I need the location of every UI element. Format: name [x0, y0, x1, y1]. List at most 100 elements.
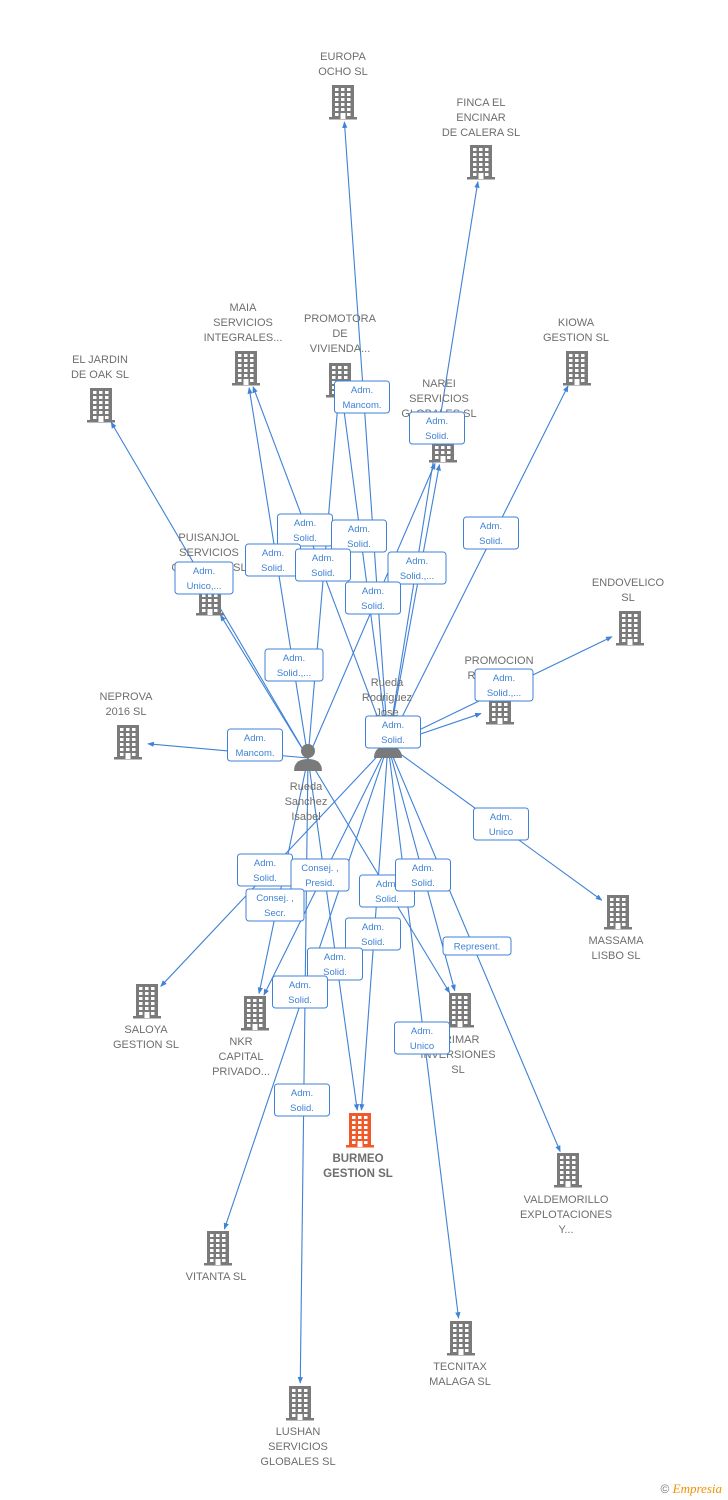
- svg-text:Adm.Solid.: Adm. Solid.: [293, 518, 317, 544]
- role-label[interactable]: Adm.Unico: [394, 1021, 450, 1055]
- role-label[interactable]: Represent.: [442, 936, 512, 956]
- node-label-vitanta: VITANTA SL: [186, 1271, 247, 1283]
- svg-text:Adm.Solid.,...: Adm.Solid.,...: [277, 653, 311, 679]
- node-label-line: Y...: [558, 1224, 573, 1236]
- node-label-line: VALDEMORILLO: [524, 1194, 609, 1206]
- roles-layer: Adm.Mancom.Adm.Solid.Adm.Solid.Adm.Solid…: [174, 380, 534, 1117]
- node-tecnitax[interactable]: TECNITAX MALAGA SL: [429, 1321, 491, 1388]
- edge-rueda_isabel-to-lushan: [297, 757, 309, 1384]
- node-saloya[interactable]: SALOYA GESTION SL: [113, 984, 179, 1051]
- role-label[interactable]: Adm.Solid.: [409, 411, 465, 445]
- role-label-line: Solid.: [293, 533, 317, 544]
- svg-text:Represent.: Represent.: [454, 942, 500, 953]
- role-label[interactable]: Adm.Solid.: [345, 581, 401, 615]
- role-label[interactable]: Adm.Solid.,...: [264, 648, 324, 682]
- building-icon: [563, 351, 591, 386]
- node-label-line: ENDOVELICO: [592, 577, 665, 589]
- role-label[interactable]: Adm. Solid.: [277, 513, 333, 547]
- role-label[interactable]: Adm.Solid.: [331, 519, 387, 553]
- role-label-line: Solid.: [479, 536, 503, 547]
- role-label[interactable]: Adm.Solid.: [395, 858, 451, 892]
- role-label-line: Solid.: [290, 1103, 314, 1114]
- node-label-line: NEPROVA: [100, 691, 154, 703]
- role-label-line: Consej. ,: [256, 893, 294, 904]
- node-label-line: SERVICIOS: [268, 1441, 328, 1453]
- node-label-line: EUROPA: [320, 51, 366, 63]
- building-icon: [204, 1231, 232, 1266]
- node-label-line: KIOWA: [558, 317, 595, 329]
- role-label[interactable]: Adm.Solid.: [295, 548, 351, 582]
- svg-text:Adm.Solid.: Adm.Solid.: [261, 548, 285, 574]
- role-label-line: Adm.: [254, 858, 276, 869]
- role-label[interactable]: Adm.Solid.: [365, 715, 421, 749]
- footer-brand[interactable]: © Empresia: [660, 1481, 722, 1497]
- role-label[interactable]: Adm.Solid.: [272, 975, 328, 1009]
- edge-rueda_jose-to-narei: [387, 464, 441, 746]
- node-label-line: ENCINAR: [456, 112, 506, 124]
- node-label-line: NAREI: [422, 378, 456, 390]
- node-lushan[interactable]: LUSHAN SERVICIOS GLOBALES SL: [260, 1386, 336, 1468]
- role-label[interactable]: Consej. ,Secr.: [245, 888, 305, 922]
- svg-text:Adm.Solid.: Adm.Solid.: [361, 922, 385, 948]
- role-label[interactable]: Adm. Unico: [473, 807, 529, 841]
- building-icon: [232, 351, 260, 386]
- role-label[interactable]: Adm.Solid.: [307, 947, 363, 981]
- node-label-line: SERVICIOS: [213, 317, 273, 329]
- role-label-line: Solid.: [253, 873, 277, 884]
- role-label-line: Unico: [489, 827, 513, 838]
- node-eljardin[interactable]: EL JARDIN DE OAK SL: [71, 354, 129, 423]
- role-label[interactable]: Consej. ,Presid.: [290, 858, 350, 892]
- node-label-line: BURMEO: [332, 1153, 383, 1165]
- node-label-line: SALOYA: [124, 1024, 168, 1036]
- node-label-line: DE OAK SL: [71, 369, 129, 381]
- role-label[interactable]: Adm.Solid.: [345, 917, 401, 951]
- role-label-line: Solid.: [361, 601, 385, 612]
- node-label-line: GESTION SL: [113, 1039, 179, 1051]
- role-label[interactable]: Adm.Solid.: [463, 516, 519, 550]
- role-label-line: Adm.: [294, 518, 316, 529]
- node-label-line: GLOBALES SL: [260, 1456, 335, 1468]
- role-label[interactable]: Adm. Solid.: [237, 853, 293, 887]
- node-label-lushan: LUSHAN SERVICIOS GLOBALES SL: [260, 1426, 335, 1468]
- role-label[interactable]: Adm.Solid.: [274, 1083, 330, 1117]
- role-label-line: Solid.: [347, 539, 371, 550]
- role-label-line: Solid.: [311, 568, 335, 579]
- role-label-line: Solid.: [361, 937, 385, 948]
- role-label[interactable]: Adm.Solid.,...: [387, 551, 447, 585]
- role-label[interactable]: Adm.Solid.: [245, 543, 301, 577]
- role-label[interactable]: Adm.Solid.,...: [474, 668, 534, 702]
- building-icon: [554, 1153, 582, 1188]
- role-label-line: Adm.: [490, 812, 512, 823]
- role-label[interactable]: Adm.Mancom.: [227, 728, 283, 762]
- node-vitanta[interactable]: VITANTA SL: [186, 1231, 247, 1283]
- svg-text:Adm.Solid.: Adm.Solid.: [411, 863, 435, 889]
- role-label-line: Adm.: [376, 879, 398, 890]
- role-label[interactable]: Adm.Mancom.: [334, 380, 390, 414]
- role-label[interactable]: Adm.Unico,...: [174, 561, 234, 595]
- node-label-line: PROMOCION: [464, 655, 533, 667]
- node-label-line: TECNITAX: [433, 1361, 487, 1373]
- node-label-line: EL JARDIN: [72, 354, 128, 366]
- role-label-line: Solid.,...: [400, 571, 434, 582]
- svg-text:Adm.Solid.,...: Adm.Solid.,...: [487, 673, 521, 699]
- node-label-line: LUSHAN: [276, 1426, 321, 1438]
- node-label-line: MAIA: [230, 302, 258, 314]
- svg-text:Consej. ,Secr.: Consej. ,Secr.: [256, 893, 294, 919]
- svg-text:Adm.Solid.: Adm.Solid.: [425, 416, 449, 442]
- node-label-line: Rueda: [290, 781, 323, 793]
- node-label-line: MALAGA SL: [429, 1376, 491, 1388]
